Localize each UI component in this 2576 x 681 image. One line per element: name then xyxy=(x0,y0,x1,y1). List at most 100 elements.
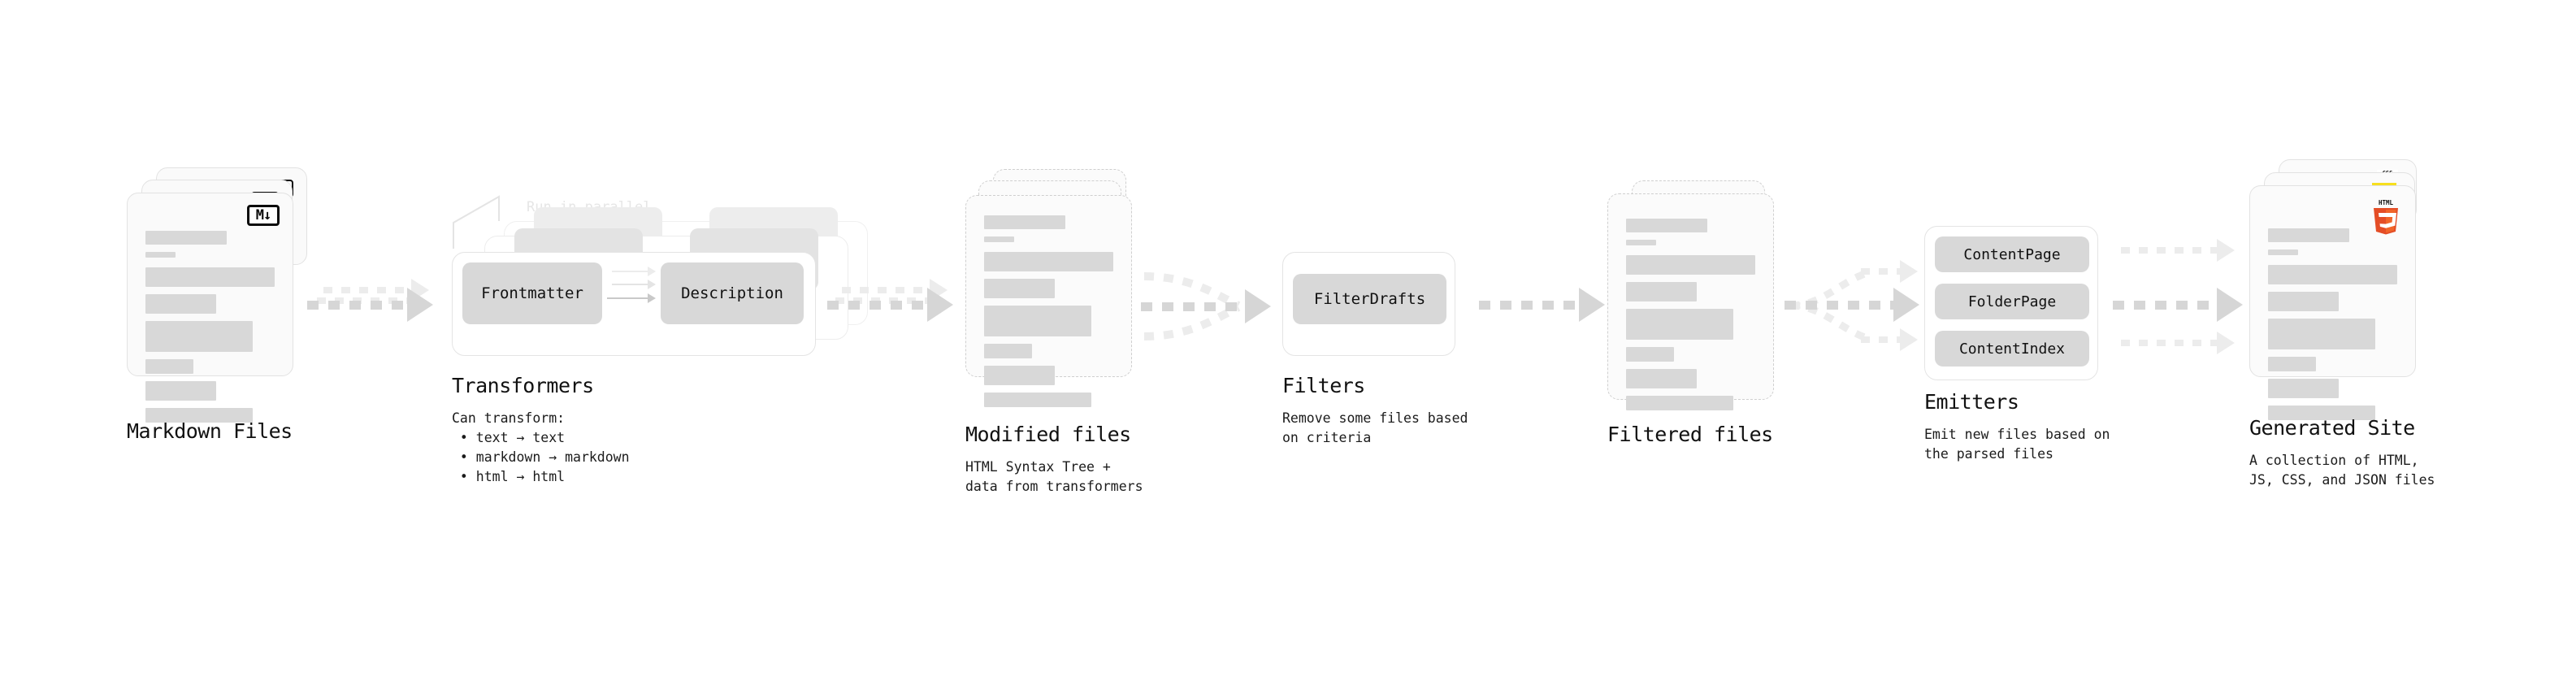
content-bar xyxy=(2268,292,2340,311)
site-file-card-html: HTML xyxy=(2249,185,2416,420)
arrow-head xyxy=(407,288,433,322)
content-bar xyxy=(984,366,1056,385)
svg-text:HTML: HTML xyxy=(2379,199,2394,206)
content-bar xyxy=(2268,406,2375,420)
arrow-head xyxy=(2217,239,2235,262)
transformer-panel-front: Frontmatter Description xyxy=(452,252,816,356)
stage-title: Transformers xyxy=(452,374,594,397)
arrow-head xyxy=(927,288,953,322)
stage-title: Emitters xyxy=(1924,390,2019,414)
content-bar xyxy=(2268,249,2298,255)
filters-panel: FilterDrafts xyxy=(1282,252,1455,356)
stage-subtitle: Emit new files based on the parsed files xyxy=(1924,427,2110,462)
content-bar xyxy=(145,321,253,352)
markdown-badge-front: M↓ xyxy=(247,205,280,226)
content-bar xyxy=(984,279,1056,298)
content-bar xyxy=(145,267,275,287)
transformer-chip-frontmatter[interactable]: Frontmatter xyxy=(462,262,602,324)
filtered-file-card-front xyxy=(1607,193,1774,410)
arrow-head xyxy=(1893,288,1919,322)
transformers-caption: Transformers Can transform: • text → tex… xyxy=(452,374,630,487)
content-bar xyxy=(145,294,217,314)
arrow-head xyxy=(1579,288,1605,322)
emitters-panel: ContentPage FolderPage ContentIndex xyxy=(1924,226,2098,380)
emitter-chip-contentpage[interactable]: ContentPage xyxy=(1935,236,2089,272)
content-bar xyxy=(2268,379,2340,398)
arrow-dashes xyxy=(307,300,407,310)
arrow-line xyxy=(607,297,648,299)
content-bar xyxy=(2268,265,2397,284)
filtered-files-caption: Filtered files xyxy=(1607,423,1773,446)
filters-caption: Filters Remove some files based on crite… xyxy=(1282,374,1468,448)
stage-subtitle: Remove some files based on criteria xyxy=(1282,410,1468,445)
content-bar xyxy=(1626,240,1656,245)
content-bar xyxy=(1626,282,1698,301)
stage-title: Markdown Files xyxy=(127,419,293,443)
content-bar xyxy=(984,393,1091,407)
emitter-chip-contentindex[interactable]: ContentIndex xyxy=(1935,331,2089,367)
arrow-head xyxy=(1245,289,1271,323)
html5-badge: HTML xyxy=(2374,199,2398,235)
arrow-dashes xyxy=(827,300,927,310)
modified-files-caption: Modified files HTML Syntax Tree + data f… xyxy=(965,423,1143,497)
filtered-card-content xyxy=(1626,219,1755,418)
content-bar xyxy=(1626,219,1708,232)
filter-chip-filterdrafts[interactable]: FilterDrafts xyxy=(1293,274,1446,324)
arrow-dashes xyxy=(1141,301,1245,311)
content-bar xyxy=(2268,357,2316,371)
arrow-dashes xyxy=(2121,247,2217,254)
stage-title: Generated Site xyxy=(2249,416,2415,440)
emitter-chip-folderpage[interactable]: FolderPage xyxy=(1935,284,2089,319)
run-in-parallel-bracket xyxy=(453,195,500,249)
content-bar xyxy=(984,236,1014,242)
modified-card-content xyxy=(984,215,1113,414)
stage-subtitle: Can transform: • text → text • markdown … xyxy=(452,410,630,484)
content-bar xyxy=(984,215,1066,229)
content-bar xyxy=(984,306,1091,336)
content-bar xyxy=(1626,347,1674,362)
content-bar xyxy=(1626,369,1698,388)
markdown-file-card-front: M↓ xyxy=(127,193,293,423)
site-card-content xyxy=(2268,228,2397,427)
content-bar xyxy=(984,344,1032,358)
content-bar xyxy=(145,381,217,401)
arrow-dashes xyxy=(323,287,411,293)
connector-filters-to-filtered xyxy=(1479,288,1605,322)
stage-subtitle: A collection of HTML, JS, CSS, and JSON … xyxy=(2249,453,2435,488)
content-bar xyxy=(984,252,1113,271)
stage-title: Filters xyxy=(1282,374,1365,397)
arrow-head xyxy=(1900,328,1918,351)
markdown-files-caption: Markdown Files xyxy=(127,419,293,443)
generated-site-caption: Generated Site A collection of HTML, JS,… xyxy=(2249,416,2435,490)
arrow-dashes xyxy=(1785,300,1893,310)
stage-title: Modified files xyxy=(965,423,1131,446)
transformer-chip-description[interactable]: Description xyxy=(661,262,804,324)
arrow-line xyxy=(612,271,648,272)
content-bar xyxy=(1626,309,1733,340)
arrow-head xyxy=(648,293,656,303)
content-bar xyxy=(2268,319,2375,349)
arrow-dashes xyxy=(842,287,930,293)
content-bar xyxy=(145,408,253,423)
content-bar xyxy=(145,359,193,374)
arrow-head xyxy=(2217,288,2243,322)
stage-subtitle: HTML Syntax Tree + data from transformer… xyxy=(965,459,1143,494)
stage-title: Filtered files xyxy=(1607,423,1773,446)
modified-file-card-front xyxy=(965,195,1132,407)
arrow-dashes xyxy=(2113,300,2217,310)
arrow-line xyxy=(612,284,648,285)
content-bar xyxy=(145,252,176,258)
content-bar xyxy=(145,231,228,245)
arrow-head xyxy=(2217,332,2235,354)
markdown-card-content xyxy=(145,231,275,430)
arrow-head xyxy=(648,280,656,289)
content-bar xyxy=(1626,396,1733,410)
content-bar xyxy=(1626,255,1755,275)
content-bar xyxy=(2268,228,2350,242)
arrow-head xyxy=(1900,260,1918,283)
arrow-dashes xyxy=(1861,336,1900,343)
emitters-caption: Emitters Emit new files based on the par… xyxy=(1924,390,2110,464)
arrow-head xyxy=(648,267,656,276)
arrow-dashes xyxy=(1861,268,1900,275)
